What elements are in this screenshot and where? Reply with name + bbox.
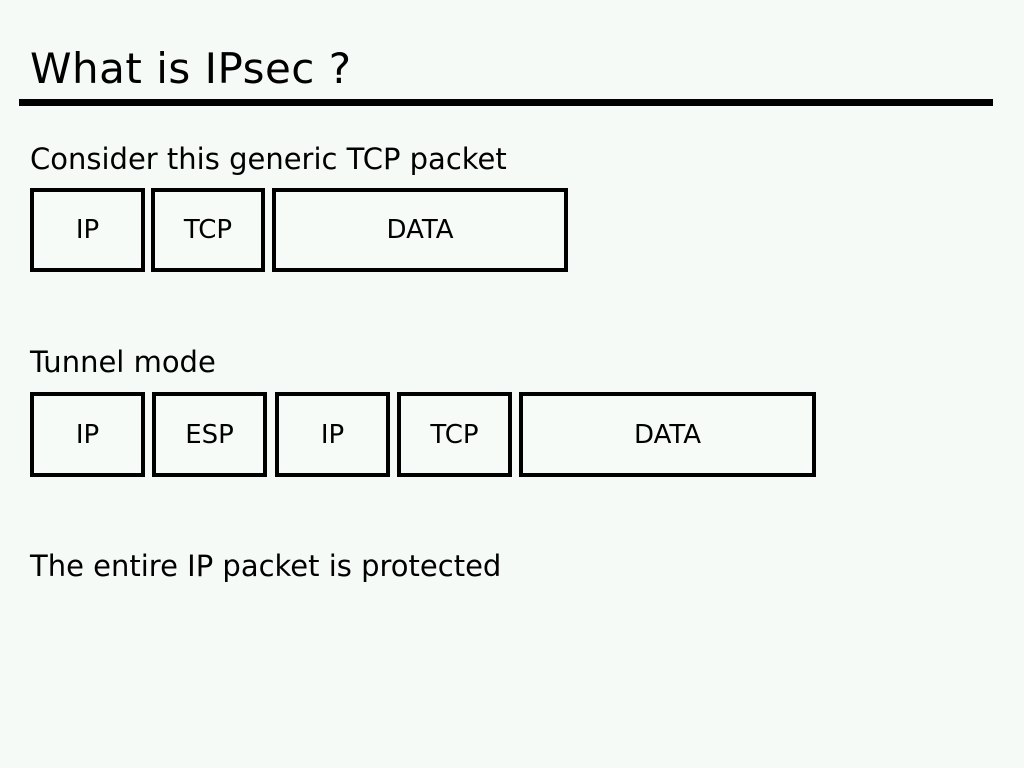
segment-label: IP [320,419,345,450]
segment-label: IP [75,419,100,450]
slide-title: What is IPsec ? [30,44,352,93]
tunnel-packet-segment-inner-ip: IP [275,392,390,477]
caption-generic-packet: Consider this generic TCP packet [30,142,507,176]
segment-label: IP [75,215,100,245]
tunnel-packet-segment-esp: ESP [152,392,267,477]
segment-label: DATA [634,419,701,450]
segment-label: DATA [386,215,454,245]
generic-packet-segment-data: DATA [272,188,568,272]
tunnel-packet-segment-outer-ip: IP [30,392,145,477]
tunnel-packet-segment-data: DATA [519,392,816,477]
segment-label: ESP [185,419,234,450]
caption-protected: The entire IP packet is protected [30,549,502,583]
tunnel-packet-segment-tcp: TCP [397,392,512,477]
generic-packet-segment-tcp: TCP [151,188,265,272]
generic-packet-segment-ip: IP [30,188,145,272]
segment-label: TCP [430,419,479,450]
title-underline [19,99,993,106]
segment-label: TCP [183,215,233,245]
caption-tunnel-mode: Tunnel mode [30,345,216,379]
